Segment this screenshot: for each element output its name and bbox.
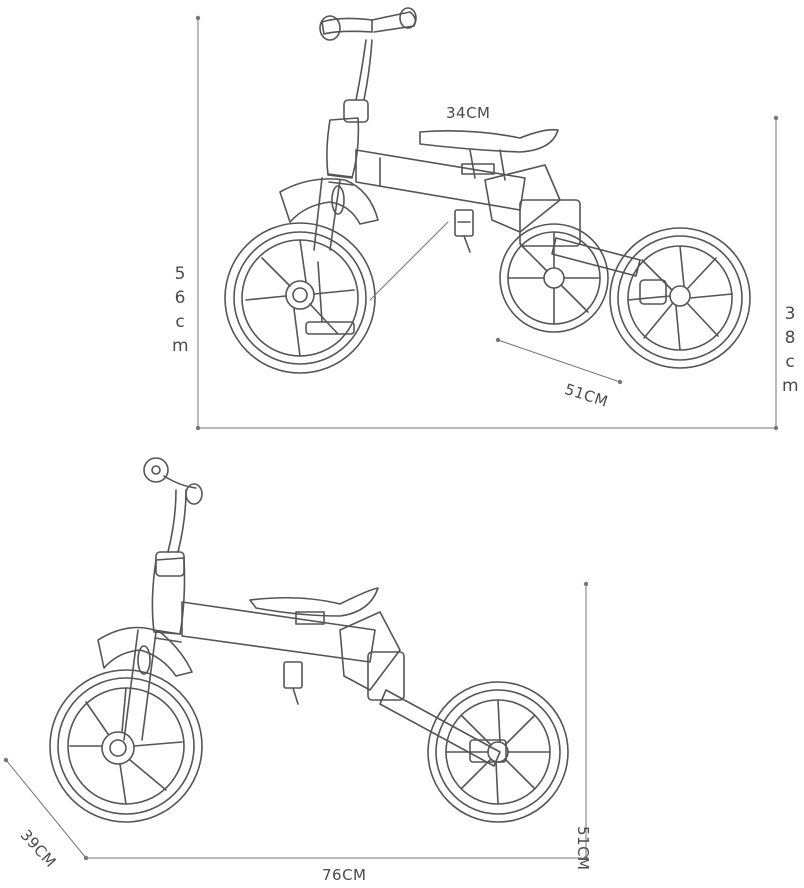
total-height-char: m bbox=[172, 336, 189, 356]
total-height-char: 5 bbox=[174, 264, 186, 284]
total-height-char: 6 bbox=[174, 288, 186, 308]
total-height-char: c bbox=[175, 312, 185, 332]
tricycle-drawing bbox=[224, 7, 751, 374]
length-label: 76CM bbox=[322, 866, 367, 884]
rear-height-char: 3 bbox=[784, 304, 796, 324]
rear-height-char: m bbox=[782, 376, 799, 396]
tricycle-front-wheel bbox=[224, 222, 376, 374]
tricycle-rear-left-wheel bbox=[499, 223, 609, 333]
balance-bike-rear-wheel bbox=[427, 681, 569, 823]
height-label: 51CM bbox=[574, 826, 592, 871]
seat-width-label: 34CM bbox=[446, 104, 491, 122]
tricycle-rear-right-wheel bbox=[609, 227, 751, 369]
tricycle-dimension-lines bbox=[197, 17, 777, 429]
rear-height-label: 3 8 c m bbox=[782, 302, 799, 398]
rear-height-char: c bbox=[785, 352, 795, 372]
balance-bike-front-wheel bbox=[49, 669, 203, 823]
rear-height-char: 8 bbox=[784, 328, 796, 348]
balance-bike-drawing bbox=[49, 457, 569, 823]
total-height-label: 5 6 c m bbox=[172, 262, 189, 358]
balance-bike-dimension-lines bbox=[5, 583, 587, 859]
